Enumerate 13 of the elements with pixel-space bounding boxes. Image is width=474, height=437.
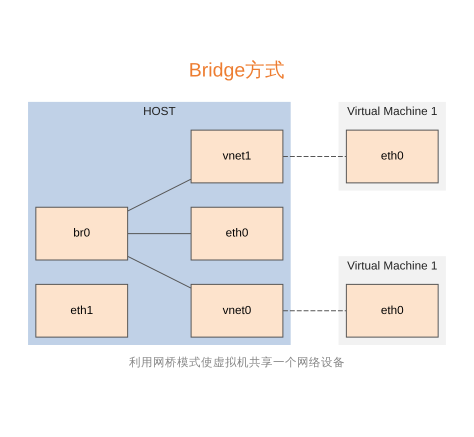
node-box: vnet0 <box>190 283 284 338</box>
connector <box>282 310 347 311</box>
node-box: eth1 <box>35 283 128 338</box>
connector <box>127 178 192 211</box>
diagram-title: Bridge方式 <box>188 58 286 81</box>
caption: 利用网桥模式使虚拟机共享一个网络设备 <box>129 356 345 369</box>
node-box: vnet1 <box>190 129 284 183</box>
connector <box>127 232 192 234</box>
node-box: br0 <box>35 206 128 260</box>
connector <box>127 255 192 288</box>
node-box: eth0 <box>346 129 439 183</box>
node-box: eth0 <box>346 283 439 338</box>
node-box: eth0 <box>190 206 284 260</box>
